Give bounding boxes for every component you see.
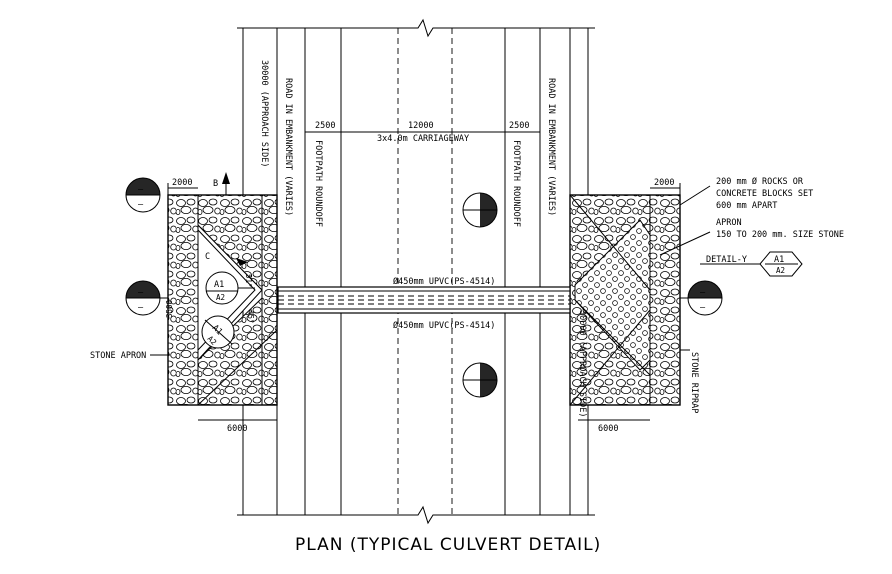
- carriageway-label: 3x4.0m CARRIAGEWAY: [377, 134, 469, 144]
- culvert-pipe: [277, 286, 571, 314]
- marker-c: C: [205, 252, 210, 262]
- section-marker-right-mid: [680, 280, 723, 316]
- dim-apron-length-right: 6000: [598, 424, 618, 434]
- section-dash-2: —: [138, 200, 144, 210]
- detail-y-a1: A1: [774, 255, 784, 265]
- rocks-note-2: CONCRETE BLOCKS SET: [716, 189, 813, 199]
- section-marker-road-top: [462, 192, 498, 228]
- rocks-note-3: 600 mm APART: [716, 201, 777, 211]
- section-markers: [125, 172, 803, 398]
- approach-left-label: 30000 (APPROACH SIDE): [259, 60, 269, 167]
- marker-b: B: [213, 179, 218, 189]
- dim-footpath-left: 2500: [315, 121, 335, 131]
- section-marker-left-mid: [125, 280, 168, 316]
- section-dash-6: —: [700, 303, 706, 313]
- section-dash-5: —: [700, 288, 706, 298]
- marker-a1: A1: [214, 280, 224, 290]
- dim-apron-length-left: 6000: [227, 424, 247, 434]
- stone-riprap-label: STONE RIPRAP: [689, 352, 699, 413]
- dimensions: [167, 131, 681, 421]
- section-dash-4: —: [138, 303, 144, 313]
- marker-a2: A2: [216, 293, 225, 302]
- angle-45: 45°: [246, 310, 255, 324]
- dim-apron-width-left: 2000: [172, 178, 192, 188]
- section-marker-road-bottom: [462, 362, 498, 398]
- dim-carriageway: 12000: [408, 121, 434, 131]
- approach-right-label: 30000 (APPROACH SIDE): [577, 310, 587, 417]
- apron-note-1: APRON: [716, 218, 742, 228]
- arrow-b: [222, 172, 230, 195]
- detail-y-label: DETAIL-Y: [706, 255, 747, 265]
- leaders: [150, 185, 711, 356]
- pipe-label-bottom: Ø450mm UPVC(PS-4514): [393, 320, 495, 331]
- section-dash-3: —: [138, 288, 144, 298]
- pipe-label-top: Ø450mm UPVC(PS-4514): [393, 276, 495, 287]
- section-dash-1: —: [138, 185, 144, 195]
- footpath-right-label: FOOTPATH ROUNDOFF: [511, 140, 521, 227]
- marker-a1-a2-rotated: [201, 315, 235, 349]
- drawing-title: PLAN (TYPICAL CULVERT DETAIL): [295, 535, 601, 555]
- dim-footpath-right: 2500: [509, 121, 529, 131]
- detail-y-hexagon: [700, 251, 803, 277]
- section-marker-left-top: [125, 177, 161, 213]
- arrow-c: [236, 258, 248, 266]
- road-left-label: ROAD IN EMBANKMENT (VARIES): [283, 78, 293, 216]
- dim-apron-width-right: 2000: [654, 178, 674, 188]
- footpath-left-label: FOOTPATH ROUNDOFF: [313, 140, 323, 227]
- road-right-label: ROAD IN EMBANKMENT (VARIES): [546, 78, 556, 216]
- apron-note-2: 150 TO 200 mm. SIZE STONE: [716, 230, 844, 240]
- marker-a1-a2-circle: [205, 271, 255, 305]
- detail-y-a2: A2: [776, 266, 785, 275]
- dim-left-vertical: 3500: [165, 299, 174, 318]
- labels: 30000 (APPROACH SIDE) ROAD IN EMBANKMENT…: [90, 60, 844, 555]
- stone-apron-label: STONE APRON: [90, 351, 146, 361]
- rocks-note-1: 200 mm Ø ROCKS OR: [716, 176, 804, 187]
- right-apron: [569, 194, 681, 406]
- angle-51: 51°: [244, 274, 253, 288]
